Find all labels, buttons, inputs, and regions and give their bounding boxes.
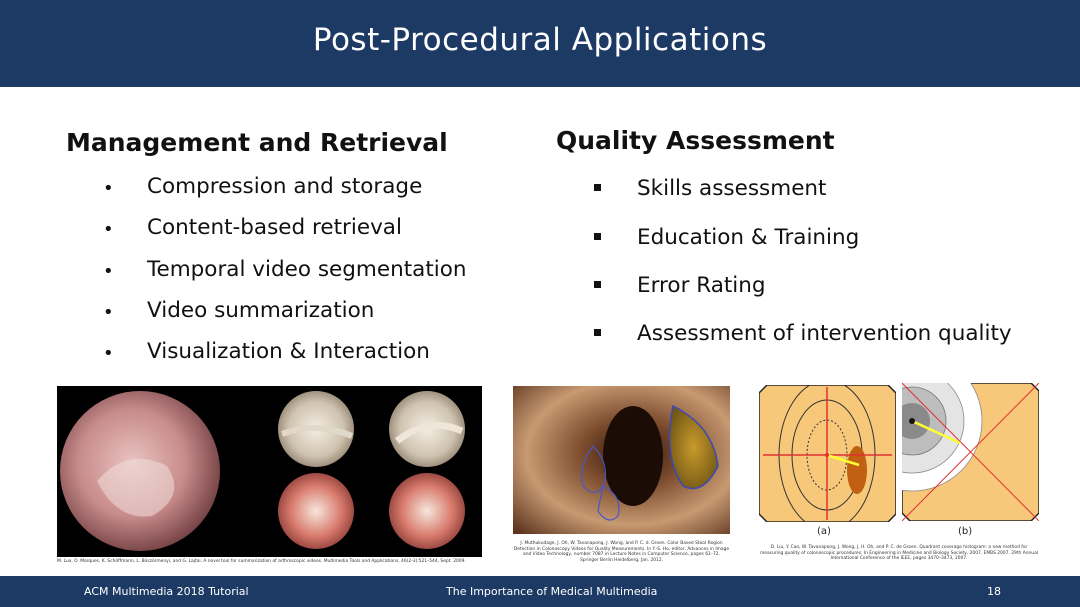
square-bullet [594,233,601,240]
arthroscopy-image [57,386,482,557]
square-bullet [594,184,601,191]
right-bullet-1: Skills assessment [637,176,827,201]
footer-bar [0,576,1080,607]
page-number: 18 [987,585,1001,598]
footer-center: The Importance of Medical Multimedia [446,585,658,598]
right-bullet-3: Error Rating [637,273,766,298]
footer-left: ACM Multimedia 2018 Tutorial [84,585,249,598]
bullet-dot: • [103,178,114,199]
colonoscopy-caption: J. Muthukudage, J. Oh, W. Tavanapong, J.… [513,541,730,563]
quadrant-diagram-a [759,385,896,522]
square-bullet [594,329,601,336]
left-bullet-4: Video summarization [147,298,375,323]
left-bullet-3: Temporal video segmentation [147,257,467,282]
left-bullet-2: Content-based retrieval [147,215,402,240]
header-bar [0,0,1080,87]
right-bullet-4: Assessment of intervention quality [637,321,1012,346]
arthroscopy-caption: M. Lux, O. Marques, K. Schöffmann, L. Bö… [57,559,466,564]
figure-label-b: (b) [958,526,973,537]
square-bullet [594,281,601,288]
quadrant-diagram-b [902,383,1039,521]
figure-label-a: (a) [817,526,831,537]
left-bullet-1: Compression and storage [147,174,423,199]
bullet-dot: • [103,302,114,323]
slide-title: Post-Procedural Applications [312,22,768,58]
left-heading: Management and Retrieval [66,128,448,157]
right-heading: Quality Assessment [556,126,835,155]
bullet-dot: • [103,343,114,364]
left-bullet-5: Visualization & Interaction [147,339,430,364]
right-bullet-2: Education & Training [637,225,860,250]
bullet-dot: • [103,219,114,240]
bullet-dot: • [103,261,114,282]
colonoscopy-image [513,386,730,534]
quadrant-caption: D. Liu, Y. Cao, W. Tavanapong, J. Wong, … [760,545,1038,561]
